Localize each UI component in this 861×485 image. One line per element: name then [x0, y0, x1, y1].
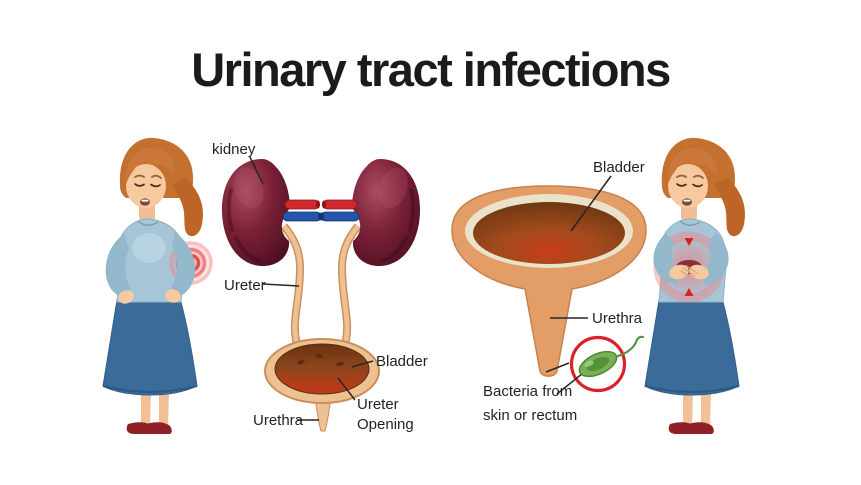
right-renal-artery — [322, 199, 358, 210]
left-kidney-highlight — [234, 167, 264, 209]
right-artery-cap — [322, 200, 326, 209]
ureter-opening-spot — [336, 361, 344, 367]
neckline — [137, 220, 159, 226]
funnel-urethra-label: Urethra — [592, 310, 643, 327]
bladder-label: Bladder — [376, 353, 428, 370]
ponytail — [714, 178, 746, 237]
leader-line-stem-to-circle — [545, 362, 570, 373]
pain-arrow-top — [684, 238, 694, 246]
bladder-cross-section-diagram: Bladder Urethra Bacteria from skin or re… — [451, 159, 647, 424]
urethra-label: Urethra — [253, 412, 304, 429]
skirt — [644, 299, 740, 396]
closed-eyes — [134, 183, 161, 188]
teeth — [141, 199, 149, 202]
left-leg — [683, 392, 693, 427]
left-sleeve — [105, 234, 131, 296]
funnel-interior — [473, 202, 625, 264]
right-kidney — [352, 159, 421, 266]
urethra-tube — [314, 396, 332, 432]
finger-lines — [680, 264, 698, 280]
ponytail — [172, 178, 204, 237]
leader-line-kidney — [249, 156, 264, 185]
hair-fringe — [125, 147, 175, 184]
leader-line-bladder — [351, 360, 374, 368]
left-renal-artery — [284, 199, 320, 210]
kidney-label: kidney — [212, 141, 256, 158]
ureter-opening-spot — [297, 359, 305, 365]
leader-line-funnel-bladder — [570, 175, 612, 232]
flagellum — [613, 335, 645, 359]
skirt-hem — [644, 385, 740, 393]
right-kidney-highlight — [378, 167, 408, 209]
skirt — [102, 299, 198, 396]
ureter-opening-label: Ureter — [357, 396, 399, 413]
right-shoe — [686, 422, 714, 434]
closed-eyes — [676, 183, 703, 188]
left-artery-cap — [316, 200, 320, 209]
funnel-bladder-label: Bladder — [593, 159, 645, 176]
hair-fringe — [667, 147, 717, 184]
left-woman-figure — [102, 137, 221, 434]
skirt-hem — [102, 385, 198, 393]
bacteria-source-label-line2: skin or rectum — [483, 407, 577, 424]
right-leg — [159, 392, 169, 427]
right-shoe — [144, 422, 172, 434]
right-hand — [165, 289, 181, 303]
right-leg — [701, 392, 711, 427]
right-kidney-lobes — [380, 188, 416, 263]
ureter-opening-spot — [315, 353, 323, 359]
bladder-interior — [274, 343, 370, 395]
right-vein-cap — [320, 212, 324, 221]
eyebrows — [676, 174, 704, 179]
left-leg — [141, 392, 151, 427]
right-renal-vein — [320, 211, 360, 222]
left-renal-vein — [282, 211, 322, 222]
teeth — [683, 199, 691, 202]
left-kidney-lobes — [226, 188, 262, 263]
pain-arrow-bottom — [684, 288, 694, 296]
leader-line-ureter — [262, 283, 300, 287]
eyebrows — [134, 174, 162, 179]
bacteria-source-label: Bacteria from — [483, 383, 572, 400]
ureter-opening-label-line2: Opening — [357, 416, 414, 433]
bacterium-icon — [578, 335, 645, 378]
urinary-system-diagram: kidney Ureter Bladder Ureter Opening Ure… — [212, 141, 428, 433]
chest-highlight — [132, 233, 166, 263]
right-woman-figure — [644, 137, 746, 434]
left-kidney — [221, 159, 290, 266]
page-title: Urinary tract infections — [191, 43, 671, 96]
left-hand — [118, 290, 134, 304]
right-sleeve — [171, 232, 196, 295]
ureter-label: Ureter — [224, 277, 266, 294]
leader-line-ureter-opening — [337, 377, 356, 401]
